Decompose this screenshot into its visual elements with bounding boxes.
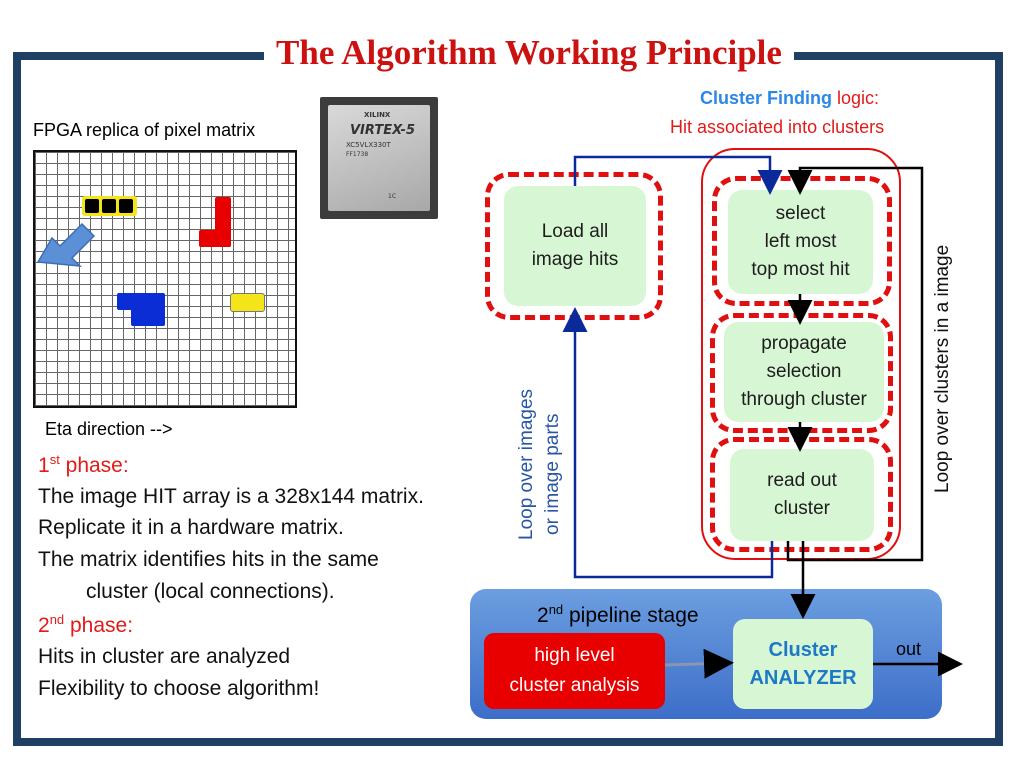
red-cluster — [199, 230, 231, 247]
cluster-finding-red: logic: — [832, 88, 880, 108]
select-line1: select — [775, 203, 826, 224]
phase1-suffix: phase: — [59, 454, 129, 477]
phase1-line: cluster (local connections). — [86, 580, 335, 603]
blue-cluster — [131, 308, 165, 326]
pipeline-suffix: pipeline stage — [563, 604, 699, 627]
pipeline-sup: nd — [548, 602, 564, 617]
select-hit-box: select left most top most hit — [728, 190, 873, 294]
blue-loop-images — [562, 307, 774, 579]
black-hit — [85, 199, 99, 213]
select-line2: left most — [764, 231, 837, 252]
load-line1: Load all — [541, 221, 609, 242]
pixel-matrix-grid — [33, 150, 297, 408]
prop-line3: through cluster — [741, 389, 867, 410]
eta-direction-label: Eta direction --> — [45, 419, 173, 439]
chip-family: VIRTEX-5 — [350, 123, 415, 138]
arrow-hla-analyzer — [664, 648, 734, 679]
phase1-heading: 1st phase: — [38, 452, 129, 478]
chip-brand: XILINX — [364, 111, 391, 119]
phase1-line: The image HIT array is a 328x144 matrix. — [38, 485, 424, 508]
pipeline-stage-label: 2nd pipeline stage — [537, 602, 699, 628]
analyzer-line1: Cluster — [768, 639, 838, 661]
phase2-sup: nd — [49, 612, 65, 627]
slide-title: The Algorithm Working Principle — [264, 30, 794, 76]
select-line3: top most hit — [751, 259, 850, 280]
fpga-chip-image: XILINX VIRTEX-5 XC5VLX330T FF1738 1C — [320, 97, 438, 219]
pipeline-num: 2 — [537, 604, 549, 627]
read-line1: read out — [767, 470, 837, 491]
prop-line2: selection — [766, 361, 842, 382]
phase2-suffix: phase: — [64, 614, 134, 637]
phase1-sup: st — [49, 452, 60, 467]
phase2-heading: 2nd phase: — [38, 612, 133, 638]
phase1-num: 1 — [38, 454, 50, 477]
cluster-finding-blue: Cluster Finding — [700, 88, 832, 108]
hla-line2: cluster analysis — [509, 675, 640, 696]
pointer-arrow-icon — [36, 222, 96, 267]
pixel-matrix-title: FPGA replica of pixel matrix — [33, 120, 256, 140]
analyzer-line2: ANALYZER — [749, 667, 857, 689]
chip-line1: FF1738 — [346, 151, 369, 158]
read-line2: cluster — [774, 498, 830, 519]
phase1-line: The matrix identifies hits in the same — [38, 548, 379, 571]
phase2-num: 2 — [38, 614, 50, 637]
chip-face: XILINX VIRTEX-5 XC5VLX330T FF1738 1C — [328, 105, 430, 211]
blue-cluster — [117, 293, 165, 310]
cluster-finding-subtitle: Hit associated into clusters — [670, 117, 885, 137]
phase2-line: Flexibility to choose algorithm! — [38, 677, 320, 700]
prop-line1: propagate — [761, 333, 847, 354]
yellow-cluster — [230, 293, 265, 312]
load-line2: image hits — [531, 249, 619, 270]
hla-line1: high level — [534, 645, 615, 666]
readout-box: read out cluster — [730, 449, 874, 541]
load-hits-box: Load all image hits — [504, 186, 646, 306]
blue-flow-top — [573, 155, 783, 195]
high-level-analysis-box: high level cluster analysis — [484, 633, 665, 709]
out-label: out — [896, 639, 922, 659]
cluster-finding-heading: Cluster Finding logic: — [700, 88, 879, 109]
chip-line2: 1C — [388, 193, 397, 200]
phase2-line: Hits in cluster are analyzed — [38, 645, 291, 668]
black-loop-clusters — [786, 166, 924, 562]
chip-part: XC5VLX330T — [346, 141, 391, 149]
black-hit — [102, 199, 116, 213]
propagate-box: propagate selection through cluster — [724, 322, 884, 422]
black-hit — [119, 199, 133, 213]
phase1-line: Replicate it in a hardware matrix. — [38, 516, 344, 539]
